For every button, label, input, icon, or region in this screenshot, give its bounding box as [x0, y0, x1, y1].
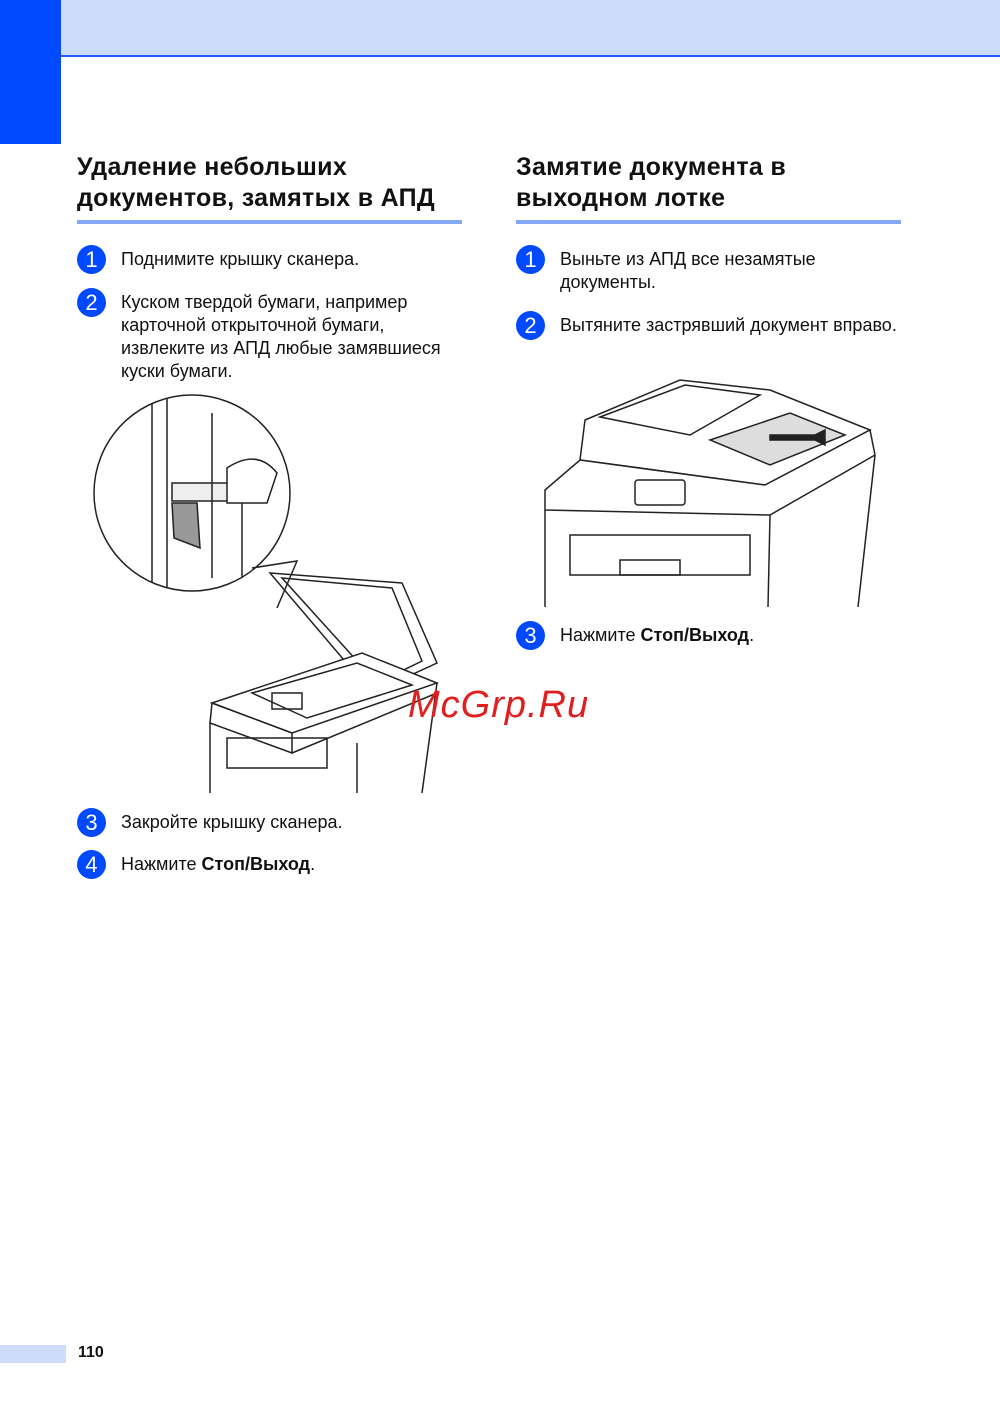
step-number: 1 — [77, 245, 106, 274]
step-number: 4 — [77, 850, 106, 879]
output-tray-illustration — [544, 379, 876, 607]
key-name: Стоп/Выход — [640, 625, 750, 645]
step-left-2: 2 Куском твердой бумаги, например карточ… — [77, 288, 466, 383]
section-title-right: Замятие документа в выходном лотке — [516, 152, 901, 224]
step-right-1: 1 Выньте из АПД все незамятые документы. — [516, 245, 905, 294]
step-left-1: 1 Поднимите крышку сканера. — [77, 245, 466, 274]
title-line: документов, замятых в АПД — [77, 184, 436, 212]
step-number: 2 — [516, 311, 545, 340]
scanner-cover-illustration — [93, 394, 440, 793]
step-number: 2 — [77, 288, 106, 317]
left-section: Удаление небольших документов, замятых в … — [77, 152, 462, 224]
step-number: 3 — [77, 808, 106, 837]
step-number: 1 — [516, 245, 545, 274]
page-number: 110 — [78, 1344, 104, 1361]
step-number: 3 — [516, 621, 545, 650]
step-text: Поднимите крышку сканера. — [121, 249, 360, 269]
title-line: Удаление небольших — [77, 153, 348, 181]
title-line: Замятие документа в — [516, 153, 786, 181]
step-text: Закройте крышку сканера. — [121, 812, 343, 832]
step-text: Нажмите Стоп/Выход. — [560, 624, 905, 647]
title-line: выходном лотке — [516, 184, 726, 212]
right-section: Замятие документа в выходном лотке — [516, 152, 901, 224]
step-left-4: 4 Нажмите Стоп/Выход. — [77, 850, 466, 879]
footer-bar — [0, 1345, 66, 1363]
step-text: Вытяните застрявший документ вправо. — [560, 315, 897, 335]
text: Нажмите — [560, 625, 641, 645]
step-text: Выньте из АПД все незамятые документы. — [560, 249, 816, 292]
step-right-2: 2 Вытяните застрявший документ вправо. — [516, 311, 905, 340]
step-right-3: 3 Нажмите Стоп/Выход. — [516, 621, 905, 650]
section-title-left: Удаление небольших документов, замятых в … — [77, 152, 462, 224]
watermark: McGrp.Ru — [408, 684, 590, 726]
key-name: Стоп/Выход — [201, 854, 311, 874]
text: Нажмите — [121, 854, 202, 874]
text: . — [749, 625, 755, 645]
text: . — [310, 854, 316, 874]
chapter-tab — [0, 0, 61, 144]
header-band — [61, 0, 1000, 57]
step-text: Нажмите Стоп/Выход. — [121, 853, 466, 876]
step-left-3: 3 Закройте крышку сканера. — [77, 808, 466, 837]
step-text: Куском твердой бумаги, например карточно… — [121, 292, 441, 381]
